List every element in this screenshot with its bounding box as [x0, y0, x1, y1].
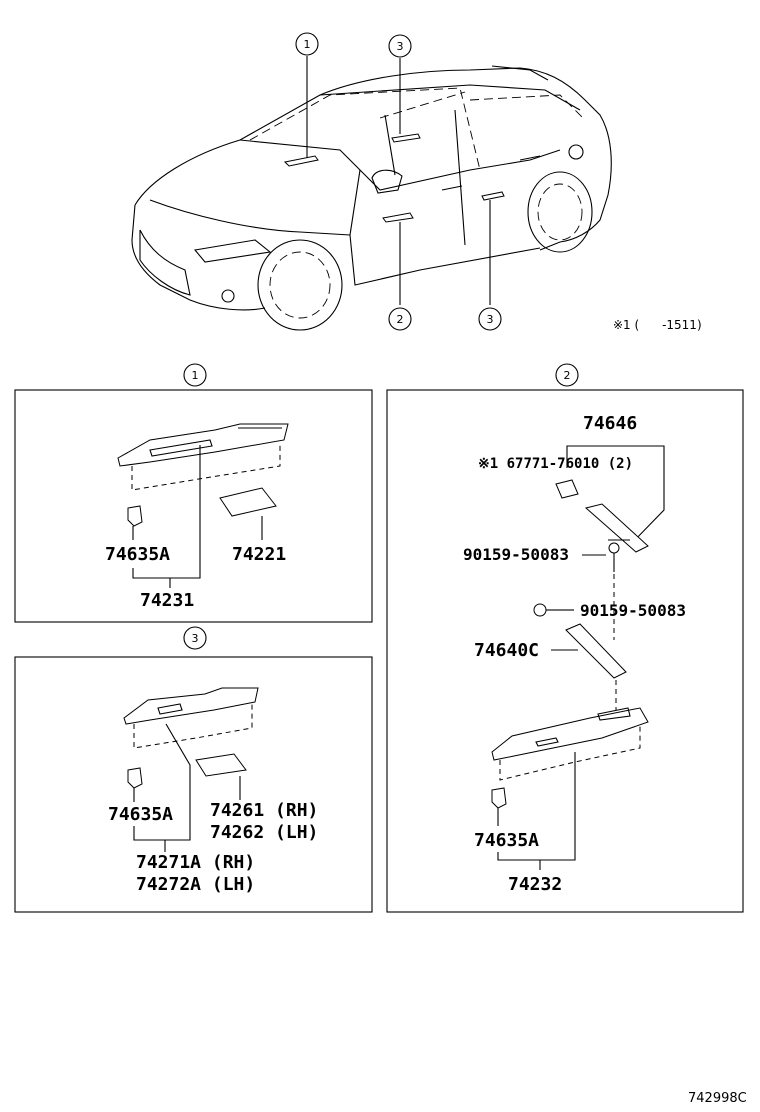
- switch-panel-74231: [117, 423, 289, 467]
- screw-lower: [533, 603, 547, 617]
- switch-panel-74271A: [123, 687, 259, 725]
- panel-2-frame: [386, 389, 744, 913]
- door-panel-74232: [491, 707, 649, 761]
- label-90159-upper: 90159-50083: [463, 545, 569, 564]
- bezel-74261: [195, 753, 247, 777]
- diagram-code: 742998C: [688, 1091, 747, 1106]
- panel-3: 3 74635A 74261 (RH) 74262 (LH) 74271A (R…: [14, 626, 373, 913]
- clip-67771: [555, 479, 579, 499]
- panel-3-frame: [14, 656, 373, 913]
- panel-3-index: 3: [192, 632, 199, 645]
- panel-1-callout: [183, 363, 207, 387]
- label-74635A-p1: 74635A: [105, 544, 170, 565]
- panel-1-frame: [14, 389, 373, 623]
- callout-3-overview-lower: 3: [478, 307, 502, 331]
- bezel-plate: [219, 487, 277, 517]
- label-74271A-rh: 74271A (RH): [136, 852, 255, 873]
- callout-3-overview-upper: 3: [388, 34, 412, 58]
- panel-2-index: 2: [564, 369, 571, 382]
- label-90159-lower: 90159-50083: [580, 601, 686, 620]
- label-74261-rh: 74261 (RH): [210, 800, 318, 821]
- panel-2-callout: [555, 363, 579, 387]
- label-74635A-p3: 74635A: [108, 804, 173, 825]
- label-74262-lh: 74262 (LH): [210, 822, 318, 843]
- svg-text:3: 3: [487, 313, 494, 326]
- panel-1: 1 74635A 74221 74231: [14, 363, 373, 623]
- svg-text:3: 3: [397, 40, 404, 53]
- panel-2: 2 74646 ※1 67771-76010 (2) 90159-50083 9…: [386, 363, 744, 913]
- switch-base-clip-p2: [491, 787, 507, 809]
- switch-base-clip: [127, 505, 143, 527]
- screw-upper: [608, 542, 620, 554]
- svg-text:1: 1: [304, 38, 311, 51]
- variant-note: ※1 ( -1511): [613, 318, 702, 332]
- switch-base-clip-p3: [127, 767, 143, 789]
- label-74221: 74221: [232, 544, 286, 565]
- label-74640C: 74640C: [474, 640, 539, 661]
- svg-text:2: 2: [397, 313, 404, 326]
- label-clip-note: ※1 67771-76010 (2): [478, 456, 633, 472]
- panel-3-callout: [183, 626, 207, 650]
- callout-2-overview: 2: [388, 307, 412, 331]
- label-74232: 74232: [508, 874, 562, 895]
- label-74635A-p2: 74635A: [474, 830, 539, 851]
- car-overview: 1 3 2 3: [131, 32, 612, 331]
- label-74646: 74646: [583, 413, 637, 434]
- label-74272A-lh: 74272A (LH): [136, 874, 255, 895]
- label-74231: 74231: [140, 590, 194, 611]
- armrest-74640C: [565, 623, 627, 679]
- panel-1-index: 1: [192, 369, 199, 382]
- bracket-74646: [584, 503, 649, 553]
- callout-1-overview: 1: [295, 32, 319, 56]
